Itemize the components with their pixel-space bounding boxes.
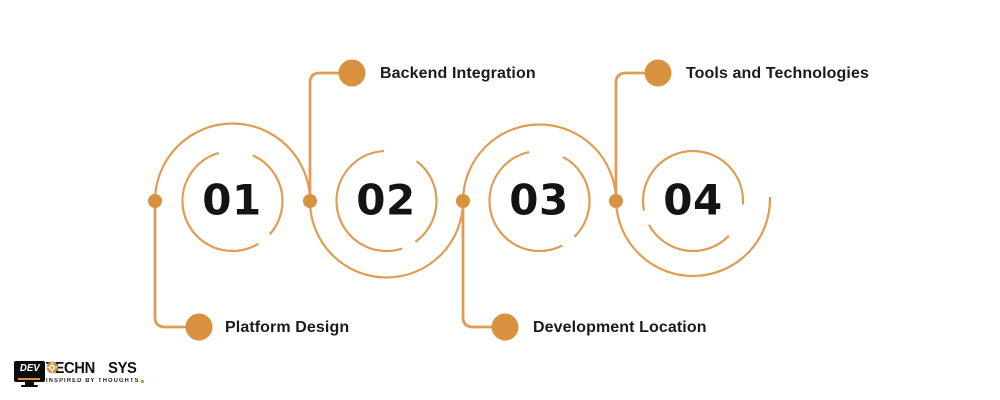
label-dot-platform-design — [185, 313, 213, 341]
dev-technosys-logo: DEV TECHN — [14, 361, 149, 387]
logo-brand-left: TECHN — [46, 359, 95, 377]
logo-device-text: DEV — [19, 362, 40, 374]
outer-arc-step-01 — [153, 122, 312, 202]
step-number-02: 02 — [356, 175, 416, 225]
connector-development-location — [461, 201, 503, 329]
outer-arc-step-04 — [614, 196, 772, 278]
step-number-03: 03 — [509, 175, 569, 225]
node-dot-step-03 — [456, 194, 470, 208]
logo-underline-bar — [18, 378, 40, 380]
node-dot-step-02 — [303, 194, 317, 208]
label-dot-development-location — [491, 313, 519, 341]
connector-platform-design — [153, 201, 197, 329]
step-label-tools-technologies: Tools and Technologies — [686, 65, 869, 82]
monitor-stand — [25, 382, 34, 385]
inner-circle-step-03 — [488, 149, 591, 253]
outer-arc-step-02 — [308, 200, 465, 279]
inner-circle-step-04 — [641, 149, 745, 253]
monitor-base — [21, 385, 38, 387]
inner-circle-step-02 — [335, 149, 438, 253]
logo-tagline: INSPIRED BY THOUGHTS — [46, 378, 140, 384]
node-dot-step-04 — [609, 194, 623, 208]
monitor-icon: DEV — [14, 361, 45, 387]
tagline-accent-dot — [140, 379, 144, 383]
step-number-04: 04 — [663, 175, 723, 225]
step-number-01: 01 — [202, 175, 262, 225]
logo-brand-text: TECHN SYS — [46, 361, 143, 376]
node-dot-step-01 — [148, 194, 162, 208]
inner-circle-step-01 — [181, 149, 284, 253]
connector-backend-integration — [308, 71, 350, 201]
step-label-platform-design: Platform Design — [225, 319, 350, 336]
connector-tools-technologies — [614, 71, 656, 201]
label-dot-tools-technologies — [644, 59, 672, 87]
gear-icon — [46, 361, 108, 375]
outer-arc-step-03 — [461, 123, 618, 202]
label-dot-backend-integration — [338, 59, 366, 87]
logo-brand-right: SYS — [108, 359, 137, 377]
step-label-backend-integration: Backend Integration — [380, 65, 536, 82]
step-label-development-location: Development Location — [533, 319, 707, 336]
